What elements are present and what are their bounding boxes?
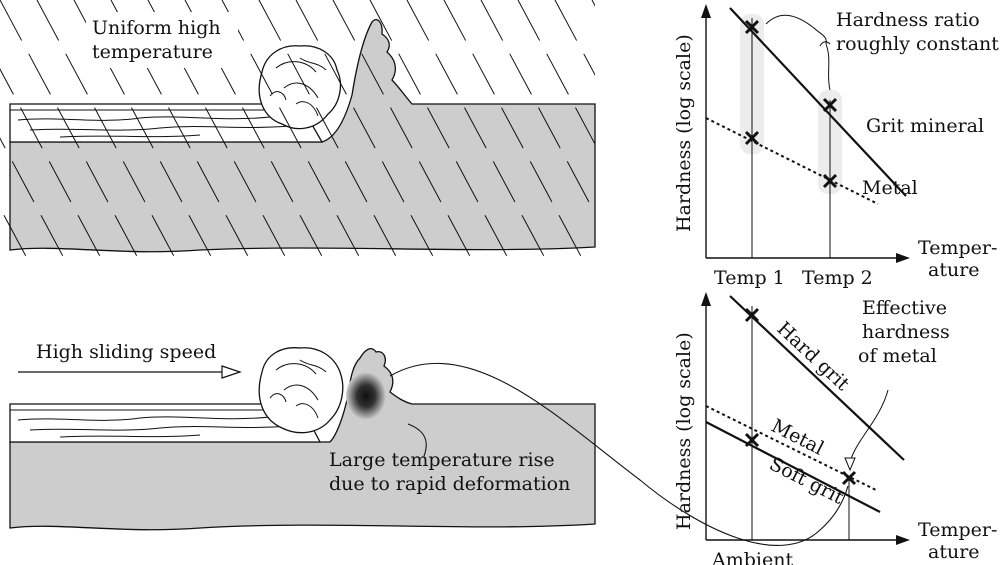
hard-grit-line xyxy=(729,295,905,461)
heat-hatch-line xyxy=(0,0,141,262)
effective-line3: of metal xyxy=(858,345,937,367)
top-metal-block xyxy=(9,19,596,253)
bottom-slab xyxy=(9,403,322,443)
top-label-line2: temperature xyxy=(92,41,213,63)
speed-arrow-head xyxy=(221,365,242,379)
bottom-scene: High sliding speed Large temperature ris… xyxy=(9,341,849,546)
rise-label-line1: Large temperature rise xyxy=(329,449,555,471)
heat-hatch-line xyxy=(443,0,585,262)
soft-grit-label: Soft grit xyxy=(766,453,848,509)
bottom-metal-block xyxy=(9,347,596,531)
ratio-line1: Hardness ratio xyxy=(836,9,980,31)
tick-temp1: Temp 1 xyxy=(714,267,785,289)
grit-mineral-label: Grit mineral xyxy=(866,115,984,137)
marker-t2-grit xyxy=(822,97,838,113)
marker-t1-grit xyxy=(744,19,760,35)
top-scene: Uniform high temperature xyxy=(0,0,596,262)
tick-temp2: Temp 2 xyxy=(802,267,873,289)
effective-arrow-head xyxy=(844,457,856,472)
effective-line1: Effective xyxy=(862,297,947,319)
top-chart: Hardness ratio roughly constant Grit min… xyxy=(673,4,999,289)
marker-ambient-hard xyxy=(744,307,760,323)
top-heat-hatch xyxy=(0,0,595,262)
heat-hatch-line xyxy=(110,0,252,262)
heat-hatch-line xyxy=(591,0,595,7)
grit-mineral-line xyxy=(729,7,907,197)
y-label-bottom: Hardness (log scale) xyxy=(673,332,695,530)
heat-hatch-line xyxy=(517,0,595,146)
heat-hatch-line xyxy=(73,0,215,262)
heat-hatch-line xyxy=(0,68,104,262)
tick-ambient: Ambient xyxy=(711,549,793,565)
top-slab xyxy=(9,103,324,143)
heat-hatch-line xyxy=(332,0,474,262)
metal-line-top xyxy=(705,117,879,205)
marker-effective xyxy=(841,470,857,486)
x-label-top-line2: ature xyxy=(928,259,980,281)
x-label-bottom-line2: ature xyxy=(928,541,980,563)
top-label-line1: Uniform high xyxy=(92,17,221,39)
soft-grit-line xyxy=(705,421,881,513)
heat-hatch-line xyxy=(0,137,67,262)
effective-line2: hardness xyxy=(862,321,950,343)
metal-label-top: Metal xyxy=(862,177,918,199)
heat-hatch-line xyxy=(295,0,437,262)
connector-curve xyxy=(389,363,849,546)
heat-hatch-line xyxy=(147,0,289,262)
speed-label: High sliding speed xyxy=(36,341,216,363)
heat-hatch-line xyxy=(369,0,511,262)
heat-hatch-line xyxy=(480,0,595,215)
heat-hatch-line xyxy=(36,0,178,262)
rise-label-line2: due to rapid deformation xyxy=(329,473,570,495)
hard-grit-label: Hard grit xyxy=(773,318,854,396)
bottom-chart: Effective hardness of metal Hard grit Me… xyxy=(673,292,997,565)
y-label-top: Hardness (log scale) xyxy=(673,34,695,232)
heat-hatch-line xyxy=(221,0,363,262)
top-grit-particle xyxy=(258,45,342,130)
hot-spot xyxy=(346,372,386,420)
marker-t1-metal xyxy=(744,130,760,146)
heat-hatch-line xyxy=(184,0,326,262)
marker-ambient-soft xyxy=(744,432,760,448)
heat-hatch-line xyxy=(0,206,30,262)
x-label-top-line1: Temper- xyxy=(918,237,997,259)
heat-hatch-line xyxy=(406,0,548,262)
heat-hatch-line xyxy=(258,0,400,262)
ratio-line2: roughly constant xyxy=(836,33,999,55)
marker-t2-metal xyxy=(822,173,838,189)
x-label-bottom-line1: Temper- xyxy=(918,519,997,541)
